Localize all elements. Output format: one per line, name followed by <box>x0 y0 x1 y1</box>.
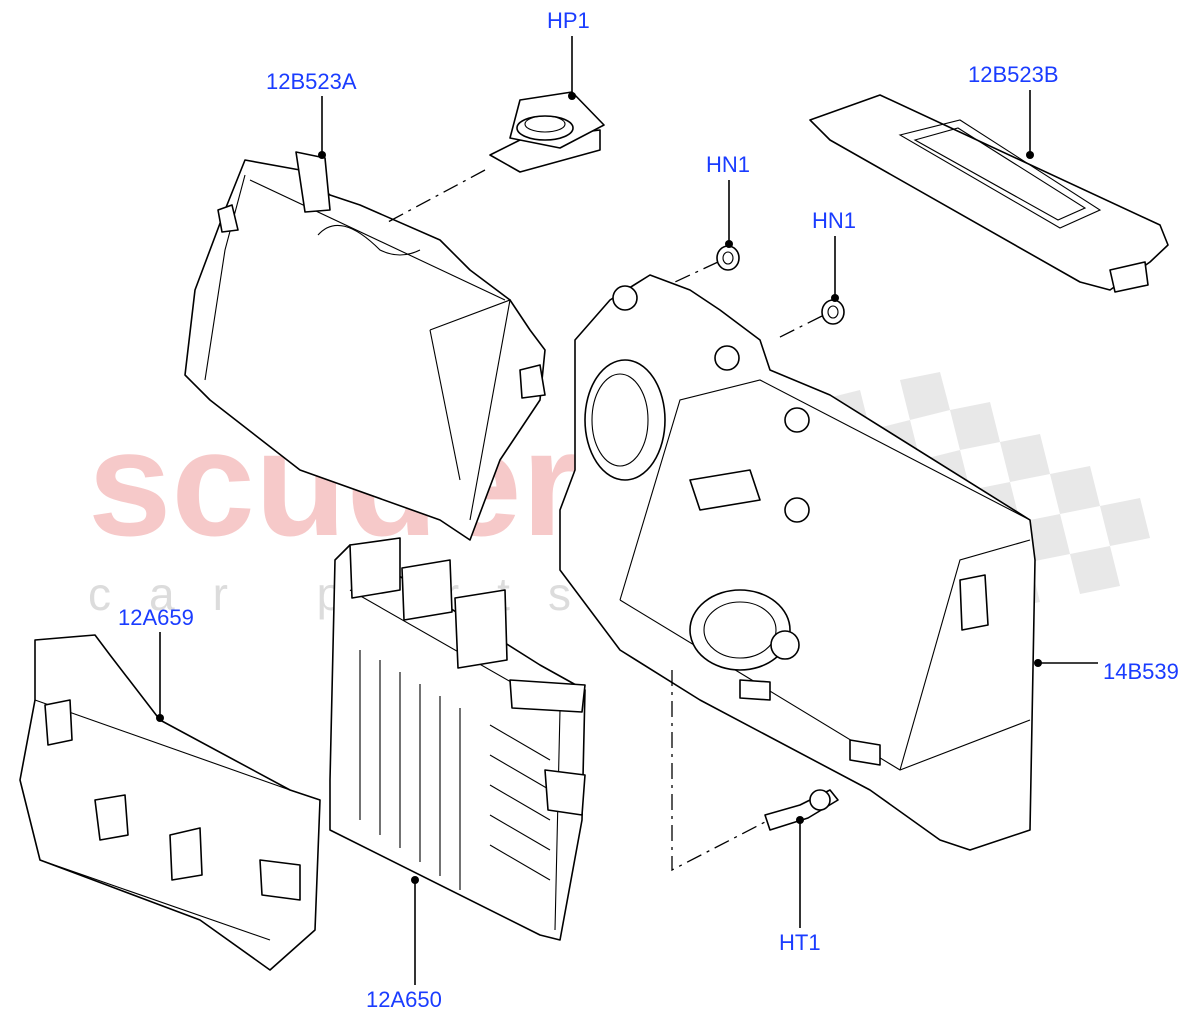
alignment-lines <box>387 169 823 872</box>
callout-12a659: 12A659 <box>118 605 194 630</box>
callout-12a650: 12A650 <box>366 987 442 1012</box>
callout-ht1: HT1 <box>779 930 821 955</box>
leader-lines <box>156 36 1098 985</box>
nut-part-1 <box>716 245 740 271</box>
nut-part-2 <box>821 299 845 325</box>
grommet-part <box>489 91 605 173</box>
lid-part <box>809 94 1169 293</box>
bracket-part <box>19 634 321 971</box>
upper-cover-part <box>184 151 546 541</box>
stud-part <box>764 789 839 831</box>
housing-part <box>559 274 1036 851</box>
callout-hp1: HP1 <box>547 8 590 33</box>
callout-hn1-lower: HN1 <box>812 208 856 233</box>
module-part <box>329 537 586 941</box>
callout-12b523a: 12B523A <box>266 69 357 94</box>
callout-14b539: 14B539 <box>1103 659 1179 684</box>
callout-labels: HP1 12B523A 12B523B HN1 HN1 12A659 14B53… <box>118 8 1179 1012</box>
callout-hn1-upper: HN1 <box>706 152 750 177</box>
callout-12b523b: 12B523B <box>968 62 1059 87</box>
module-fins <box>359 650 551 890</box>
